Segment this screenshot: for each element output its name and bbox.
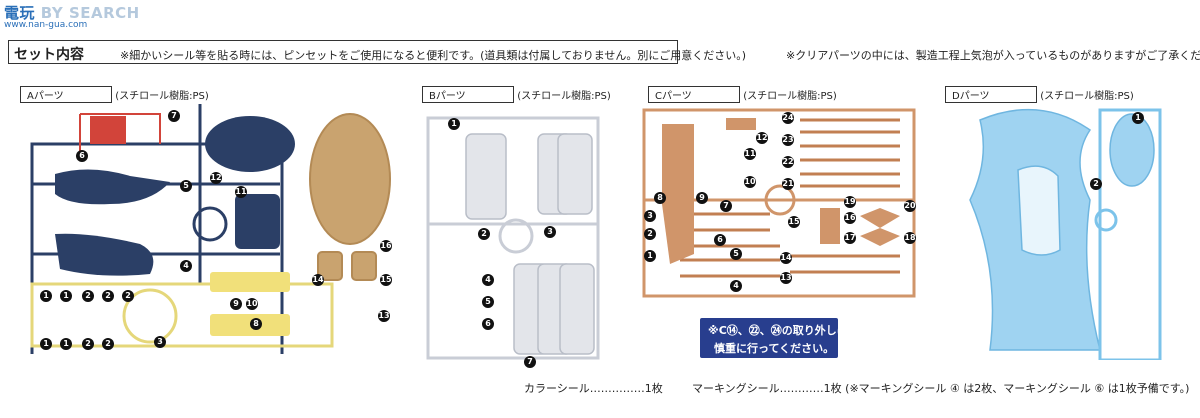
- part-c-14: 14: [780, 252, 792, 264]
- part-a-2c: 2: [122, 290, 134, 302]
- part-a-10: 10: [246, 298, 258, 310]
- color-seal-count: カラーシール……………1枚: [524, 382, 663, 395]
- clear-parts-note: ※クリアパーツの中には、製造工程上気泡が入っているものがありますがご了承ください…: [786, 49, 1200, 62]
- part-c-3: 3: [644, 210, 656, 222]
- part-c-19: 19: [844, 196, 856, 208]
- contents-note: ※細かいシール等を貼る時には、ピンセットをご使用になると便利です。(道具類は付属…: [120, 49, 746, 62]
- panel-b-material: (スチロール樹脂:PS): [517, 91, 611, 102]
- panel-d-label: Dパーツ (スチロール樹脂:PS): [945, 86, 1134, 103]
- part-a-2b: 2: [102, 290, 114, 302]
- part-a-1c: 1: [40, 338, 52, 350]
- runner-d: 1 2: [950, 100, 1170, 360]
- part-b-4: 4: [482, 274, 494, 286]
- part-c-11: 11: [744, 148, 756, 160]
- part-b-6: 6: [482, 318, 494, 330]
- runner-a: 7 6 5 12 11 4 1 1 2 2 2 1 1 2 2 3 9 10 8…: [30, 104, 400, 354]
- panel-a-label: Aパーツ (スチロール樹脂:PS): [20, 86, 209, 103]
- part-a-14: 14: [312, 274, 324, 286]
- part-d-1: 1: [1132, 112, 1144, 124]
- part-a-6: 6: [76, 150, 88, 162]
- part-a-7: 7: [168, 110, 180, 122]
- runner-a-illustration: [30, 104, 391, 354]
- removal-caution-line1: ※C⑭、㉒、㉔の取り外しは: [708, 324, 848, 337]
- part-a-1b: 1: [60, 290, 72, 302]
- panel-a-material: (スチロール樹脂:PS): [115, 91, 209, 102]
- part-c-23: 23: [782, 134, 794, 146]
- part-a-13: 13: [378, 310, 390, 322]
- contents-title: セット内容: [14, 47, 84, 63]
- runner-b-illustration: [426, 116, 600, 360]
- part-a-5: 5: [180, 180, 192, 192]
- panel-b-label: Bパーツ (スチロール樹脂:PS): [422, 86, 611, 103]
- part-a-3: 3: [154, 336, 166, 348]
- site-logo: 電玩 BY SEARCH: [4, 2, 140, 23]
- part-c-18: 18: [904, 232, 916, 244]
- part-c-1: 1: [644, 250, 656, 262]
- part-c-5: 5: [730, 248, 742, 260]
- part-c-10: 10: [744, 176, 756, 188]
- runner-b: 1 2 3 4 5 6 7: [420, 104, 610, 368]
- part-c-15: 15: [788, 216, 800, 228]
- part-a-11: 11: [235, 186, 247, 198]
- part-a-9: 9: [230, 298, 242, 310]
- part-a-2d: 2: [82, 338, 94, 350]
- removal-caution-box: [700, 318, 838, 358]
- part-c-16: 16: [844, 212, 856, 224]
- part-b-2: 2: [478, 228, 490, 240]
- part-b-7: 7: [524, 356, 536, 368]
- part-b-5: 5: [482, 296, 494, 308]
- runner-c: 24 23 22 21 12 11 10 8 9 7 6 5 4 3 2 1 1…: [640, 104, 930, 304]
- panel-d-material: (スチロール樹脂:PS): [1040, 91, 1134, 102]
- part-c-13: 13: [780, 272, 792, 284]
- panel-b-name: Bパーツ: [422, 86, 514, 103]
- part-a-2a: 2: [82, 290, 94, 302]
- part-c-22: 22: [782, 156, 794, 168]
- runner-c-illustration: [642, 108, 916, 298]
- part-c-6: 6: [714, 234, 726, 246]
- part-a-1a: 1: [40, 290, 52, 302]
- part-c-17: 17: [844, 232, 856, 244]
- part-b-1: 1: [448, 118, 460, 130]
- part-c-7: 7: [720, 200, 732, 212]
- runner-d-illustration: [969, 108, 1162, 360]
- panel-c-label: Cパーツ (スチロール樹脂:PS): [648, 86, 837, 103]
- part-c-20: 20: [904, 200, 916, 212]
- part-a-8: 8: [250, 318, 262, 330]
- part-c-21: 21: [782, 178, 794, 190]
- part-a-4: 4: [180, 260, 192, 272]
- logo-en: BY SEARCH: [40, 4, 140, 22]
- part-a-12: 12: [210, 172, 222, 184]
- part-c-2: 2: [644, 228, 656, 240]
- part-b-3: 3: [544, 226, 556, 238]
- panel-c-material: (スチロール樹脂:PS): [743, 91, 837, 102]
- part-c-8: 8: [654, 192, 666, 204]
- part-c-9: 9: [696, 192, 708, 204]
- panel-a-name: Aパーツ: [20, 86, 112, 103]
- part-c-12: 12: [756, 132, 768, 144]
- part-c-4: 4: [730, 280, 742, 292]
- part-d-2: 2: [1090, 178, 1102, 190]
- removal-caution-line2: 慎重に行ってください。: [714, 342, 835, 355]
- part-a-15: 15: [380, 274, 392, 286]
- part-a-2e: 2: [102, 338, 114, 350]
- part-a-1d: 1: [60, 338, 72, 350]
- logo-cn: 電玩: [4, 4, 36, 22]
- part-a-16: 16: [380, 240, 392, 252]
- marking-seal-count: マーキングシール…………1枚 (※マーキングシール ④ は2枚、マーキングシール…: [692, 382, 1190, 395]
- part-c-24: 24: [782, 112, 794, 124]
- panel-c-name: Cパーツ: [648, 86, 740, 103]
- site-domain: www.nan-gua.com: [4, 20, 88, 30]
- contents-box: [8, 40, 678, 64]
